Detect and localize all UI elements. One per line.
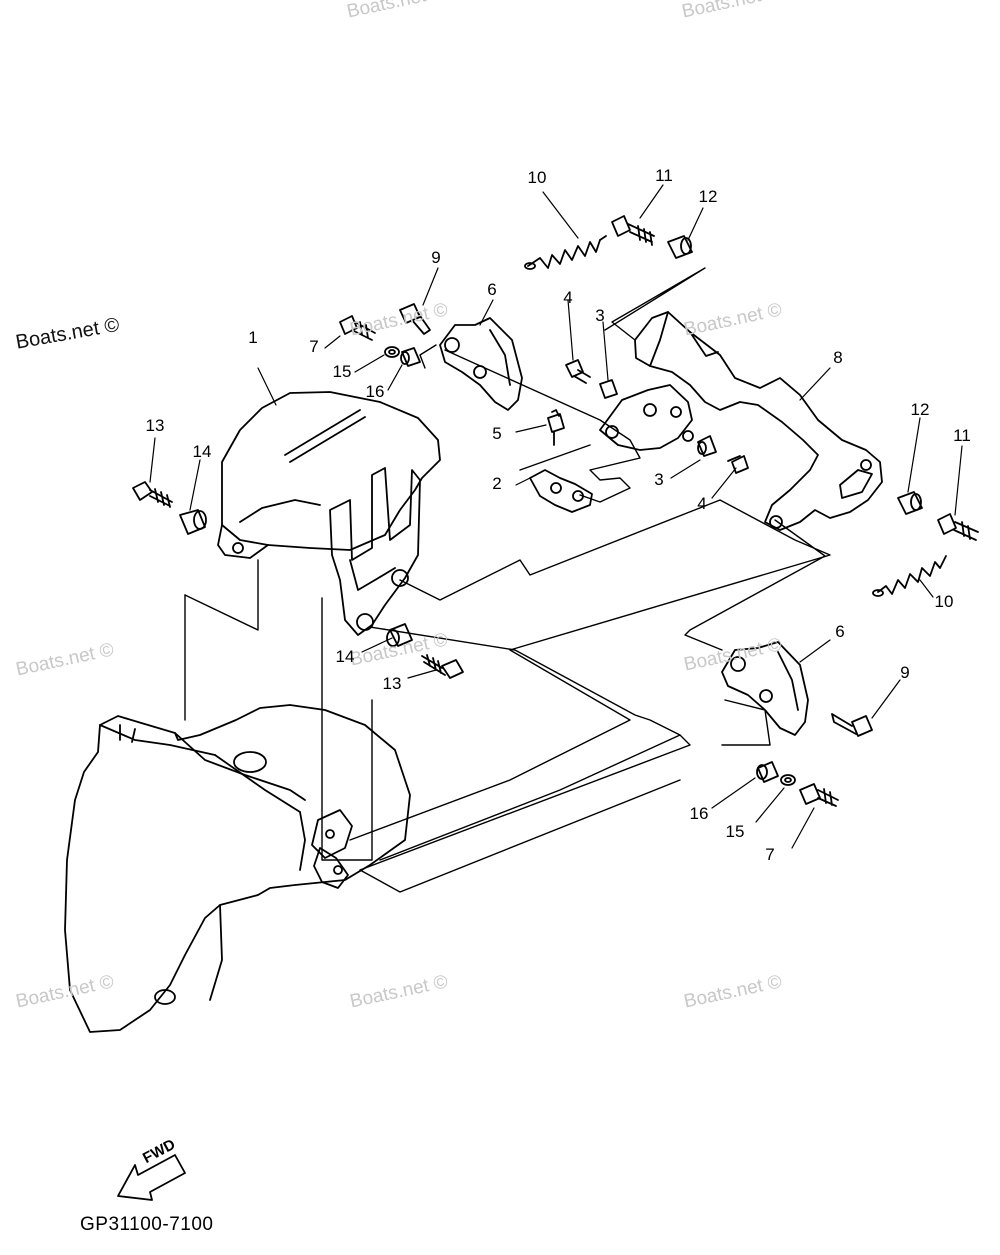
callout-13: 13 [145,416,165,435]
bolt-11-lower [937,513,979,541]
callout-3: 3 [654,470,664,489]
callout-14: 14 [192,442,212,461]
diagram-code: GP31100-7100 [80,1214,214,1235]
callout-4: 4 [563,288,573,307]
callout-1: 1 [248,328,258,347]
callout-13: 13 [382,674,402,693]
callout-8: 8 [833,348,843,367]
screw-4-lower [727,455,749,474]
callout-15: 15 [332,362,352,381]
collar-3-lower [697,435,717,457]
center-plate [599,384,694,451]
callout-6: 6 [487,280,497,299]
collar-3-upper [599,379,618,399]
collar-16-upper [400,347,421,367]
jet-pump-housing [64,704,411,1033]
leader-lines [149,184,963,849]
collar-12-lower [897,491,923,515]
callout-7: 7 [765,845,775,864]
bolt-11-upper [611,215,655,246]
callout-16: 16 [365,382,385,401]
callout-11: 11 [655,166,673,185]
callout-5: 5 [492,424,502,443]
callout-11: 11 [953,426,971,445]
spring-10-upper [524,235,607,270]
spring-10-lower [872,555,947,597]
callout-12: 12 [910,400,930,419]
cover-part-1 [217,391,441,559]
bolt-9-lower [831,713,873,737]
bolt-9-upper [399,303,431,335]
bolt-7-lower [799,783,839,807]
bolt-13-left [132,481,173,508]
plate-6-upper [439,317,523,411]
callout-12: 12 [698,187,718,206]
callout-2: 2 [492,474,502,493]
callout-10: 10 [934,592,954,611]
callout-3: 3 [595,306,605,325]
bolt-7-upper [339,315,376,341]
callout-4: 4 [697,494,707,513]
callout-15: 15 [725,822,745,841]
collar-16-lower [756,761,779,783]
callout-14: 14 [335,647,355,666]
washer-15-upper [384,346,400,358]
callout-7: 7 [309,337,319,356]
fwd-arrow-icon [117,1154,186,1201]
callout-9: 9 [900,663,910,682]
bracket-8 [634,311,883,531]
assembly-lines [184,267,831,893]
screw-4-upper [565,359,591,384]
callout-16: 16 [689,804,709,823]
callout-6: 6 [835,622,845,641]
bracket-2 [529,469,593,513]
callout-9: 9 [431,248,441,267]
washer-15-lower [780,774,796,786]
collar-12-upper [667,235,693,259]
bolt-13-right [421,654,464,679]
grease-nipple-5 [547,409,565,446]
callout-10: 10 [527,168,547,187]
plate-6-lower [721,641,809,736]
mount-bracket [329,467,421,636]
collar-14-left [179,509,207,535]
